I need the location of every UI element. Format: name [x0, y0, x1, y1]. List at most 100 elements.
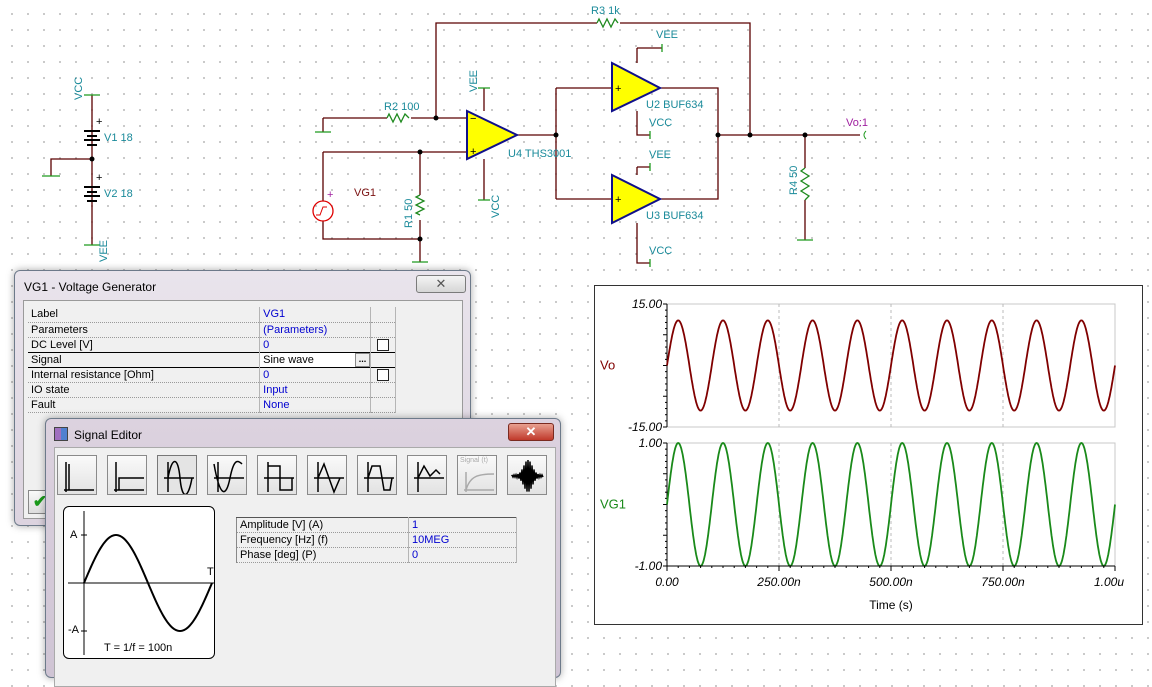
- opamp-plus-sign: +: [615, 83, 621, 95]
- signal-t-label: Signal (t): [460, 457, 489, 464]
- square-wave-icon: [264, 462, 294, 492]
- property-row[interactable]: Parameters(Parameters): [28, 322, 396, 338]
- property-checkbox-cell: [370, 337, 396, 353]
- piecewise-linear-button[interactable]: [407, 455, 447, 495]
- opamp-u2: [611, 61, 663, 113]
- dialog-title: VG1 - Voltage Generator: [24, 280, 157, 294]
- noise-button[interactable]: [507, 455, 547, 495]
- schematic-canvas[interactable]: VCC V1 18 V2 18 VEE R3 1k R2 100 R1 50 R…: [0, 0, 1152, 670]
- triangle-wave-button[interactable]: [307, 455, 347, 495]
- signal-value[interactable]: Sine wave: [263, 353, 314, 366]
- parameter-value[interactable]: 0: [408, 547, 517, 563]
- opamp-u3: [611, 173, 663, 225]
- label-u2-vee: VEE: [656, 29, 678, 41]
- unit-impulse-button[interactable]: [57, 455, 97, 495]
- close-button[interactable]: ✕: [416, 275, 466, 293]
- y-tick-label: 1.00: [639, 436, 663, 450]
- voltage-source-vg1[interactable]: [312, 200, 334, 222]
- property-checkbox-cell: [370, 322, 396, 338]
- label-u4-vcc: VCC: [490, 195, 502, 218]
- label-vg1: VG1: [354, 187, 376, 199]
- triangle-wave-icon: [314, 461, 344, 494]
- property-checkbox-cell: [370, 397, 396, 413]
- parameter-value[interactable]: 1: [408, 517, 517, 533]
- property-value[interactable]: Sine wave...: [259, 352, 371, 368]
- property-value[interactable]: 0: [259, 337, 371, 353]
- property-label: DC Level [V]: [28, 337, 261, 353]
- sine-preview-graph: [68, 511, 214, 655]
- y-tick-label: -1.00: [635, 559, 663, 573]
- sine-wave-button[interactable]: [157, 455, 197, 495]
- cosine-wave-icon: [213, 460, 244, 493]
- dialog-title: Signal Editor: [74, 428, 143, 442]
- checkbox[interactable]: [377, 368, 389, 381]
- property-value[interactable]: (Parameters): [259, 322, 371, 338]
- label-vee: VEE: [98, 240, 110, 262]
- label-u4: U4 THS3001: [508, 148, 571, 160]
- property-row[interactable]: DC Level [V]0: [28, 337, 396, 353]
- source-plus-sign: +: [327, 189, 333, 201]
- label-v2: V2 18: [104, 188, 133, 200]
- parameter-row[interactable]: Frequency [Hz] (f)10MEG: [236, 532, 517, 548]
- period-label: T: [207, 566, 214, 578]
- label-u3-vcc: VCC: [649, 245, 672, 257]
- property-value[interactable]: VG1: [259, 307, 371, 323]
- property-value[interactable]: Input: [259, 382, 371, 398]
- edit-signal-button[interactable]: ...: [355, 352, 370, 367]
- wires: [50, 22, 860, 264]
- x-tick-label: 750.00n: [981, 575, 1025, 589]
- property-value[interactable]: None: [259, 397, 371, 413]
- cosine-wave-button[interactable]: [207, 455, 247, 495]
- resistors[interactable]: [386, 17, 811, 216]
- resistor-r4: [799, 167, 811, 201]
- label-vcc: VCC: [73, 77, 85, 100]
- square-wave-button[interactable]: [257, 455, 297, 495]
- piecewise-linear-icon: [414, 462, 444, 492]
- label-vo[interactable]: Vo:1: [846, 117, 868, 129]
- parameter-label: Frequency [Hz] (f): [236, 532, 409, 548]
- checkbox[interactable]: [377, 338, 389, 351]
- trapezoid-wave-icon: [364, 462, 394, 492]
- property-row[interactable]: Internal resistance [Ohm]0: [28, 367, 396, 383]
- neg-amplitude-label: -A: [68, 624, 79, 636]
- parameter-row[interactable]: Phase [deg] (P)0: [236, 547, 517, 563]
- x-tick-label: 500.00n: [869, 575, 913, 589]
- parameter-label: Phase [deg] (P): [236, 547, 409, 563]
- property-checkbox-cell: [370, 382, 396, 398]
- unit-impulse-icon: [64, 462, 94, 492]
- y-tick-label: -15.00: [628, 420, 662, 434]
- parameter-row[interactable]: Amplitude [V] (A)1: [236, 517, 517, 533]
- label-u2: U2 BUF634: [646, 99, 703, 111]
- general-waveform-button[interactable]: Signal (t): [457, 455, 497, 495]
- label-u3: U3 BUF634: [646, 210, 703, 222]
- unit-step-button[interactable]: [107, 455, 147, 495]
- close-button[interactable]: ✕: [508, 423, 554, 441]
- x-tick-label: 1.00u: [1094, 575, 1124, 589]
- waveform-preview: A -A T T = 1/f = 100n: [63, 506, 215, 659]
- label-r1: R1 50: [403, 199, 415, 228]
- opamp-u4: [466, 109, 520, 161]
- opamps[interactable]: [466, 61, 663, 225]
- parameter-label: Amplitude [V] (A): [236, 517, 409, 533]
- label-u2-vcc: VCC: [649, 117, 672, 129]
- parameter-value[interactable]: 10MEG: [408, 532, 517, 548]
- label-r4: R4 50: [788, 166, 800, 195]
- signal-editor-dialog: Signal Editor ✕ Signal (t) A -A T T = 1/…: [45, 418, 561, 687]
- checkmark-icon: ✔: [32, 492, 48, 511]
- amplitude-label: A: [70, 529, 78, 541]
- x-tick-label: 0.00: [655, 575, 679, 589]
- batteries[interactable]: [84, 130, 100, 202]
- property-label: Label: [28, 307, 261, 323]
- trapezoid-wave-button[interactable]: [357, 455, 397, 495]
- signal-editor-app-icon: [54, 427, 68, 441]
- label-u4-vee: VEE: [468, 70, 480, 92]
- battery-plus-sign: +: [96, 116, 102, 128]
- property-value[interactable]: 0: [259, 367, 371, 383]
- series-line-vg1: [666, 442, 1116, 567]
